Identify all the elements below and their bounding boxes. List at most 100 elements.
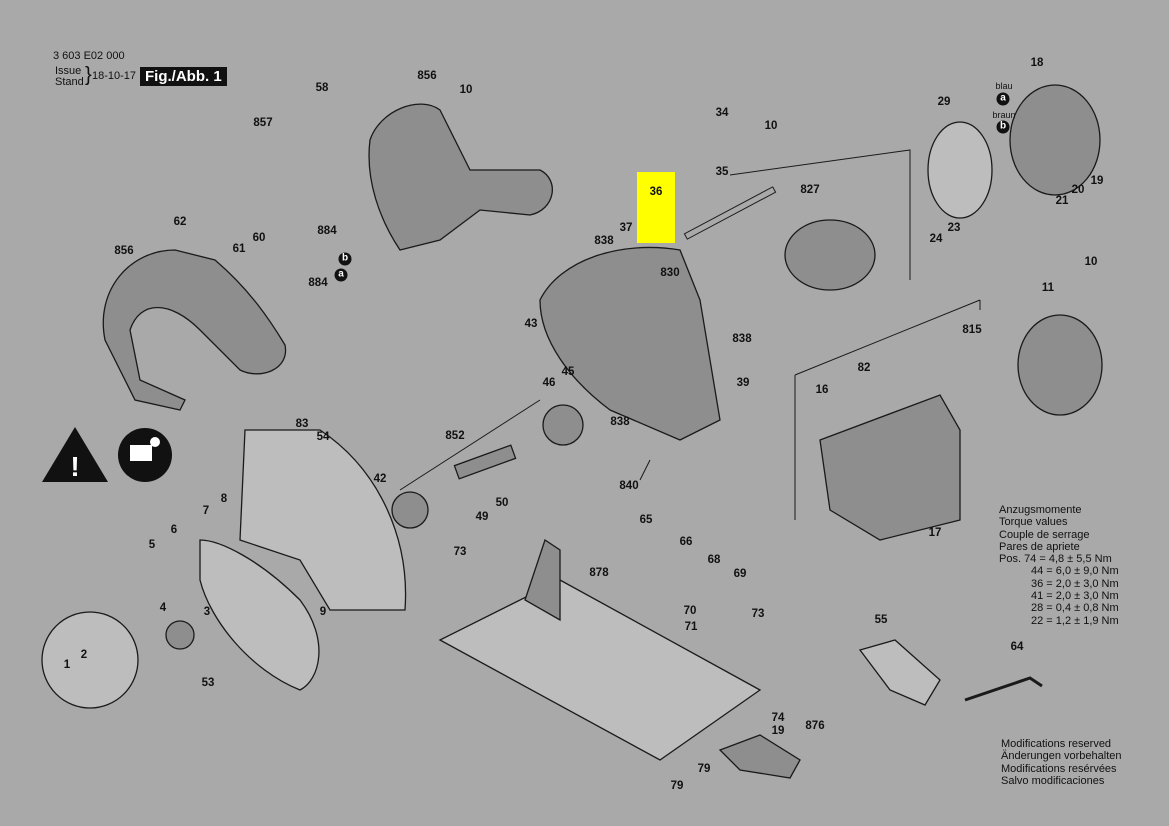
group-bracket — [729, 149, 911, 280]
callout[interactable]: 884 — [308, 277, 328, 289]
callout[interactable]: 18 — [1030, 57, 1044, 69]
svg-text:!: ! — [70, 451, 79, 482]
callout[interactable]: 49 — [475, 511, 489, 523]
housing-part — [368, 103, 553, 251]
shaft-part — [453, 444, 517, 480]
callout[interactable]: 856 — [417, 70, 437, 82]
callout[interactable]: 39 — [736, 377, 750, 389]
highlighted-part-36[interactable] — [637, 172, 675, 243]
callout[interactable]: 29 — [937, 96, 951, 108]
callout[interactable]: 815 — [962, 324, 982, 336]
brace: } — [85, 64, 92, 86]
torque-row: 22 = 1,2 ± 1,9 Nm — [1031, 614, 1119, 627]
torque-values: Anzugsmomente Torque values Couple de se… — [999, 504, 1119, 627]
callout[interactable]: 876 — [805, 720, 825, 732]
torque-title: Anzugsmomente — [999, 504, 1082, 516]
callout[interactable]: 50 — [495, 497, 509, 509]
wire-marker-b: b — [996, 120, 1010, 134]
part-number: 3 603 E02 000 — [53, 50, 125, 62]
callout[interactable]: 74 — [771, 712, 785, 724]
handle-part — [102, 249, 287, 411]
callout[interactable]: 34 — [715, 107, 729, 119]
dust-port-part — [858, 639, 941, 706]
callout[interactable]: 4 — [159, 602, 167, 614]
callout[interactable]: 17 — [928, 527, 942, 539]
callout[interactable]: 82 — [857, 362, 871, 374]
armature-part — [784, 219, 876, 291]
callout[interactable]: 73 — [751, 608, 765, 620]
callout[interactable]: 58 — [315, 82, 329, 94]
callout[interactable]: 8 — [220, 493, 228, 505]
callout[interactable]: 68 — [707, 554, 721, 566]
callout[interactable]: 856 — [114, 245, 134, 257]
callout[interactable]: 61 — [232, 243, 246, 255]
callout[interactable]: 83 — [295, 418, 309, 430]
issue-stand-label: Issue Stand — [55, 66, 84, 88]
lower-guard-part — [199, 539, 320, 691]
callout[interactable]: 840 — [619, 480, 639, 492]
callout[interactable]: 37 — [619, 222, 633, 234]
callout[interactable]: 10 — [459, 84, 473, 96]
callout[interactable]: 830 — [660, 267, 680, 279]
callout[interactable]: 79 — [697, 763, 711, 775]
callout[interactable]: 852 — [445, 430, 465, 442]
callout[interactable]: 857 — [253, 117, 273, 129]
callout[interactable]: 42 — [373, 473, 387, 485]
callout[interactable]: 16 — [815, 384, 829, 396]
group-bracket — [794, 299, 981, 520]
callout[interactable]: 23 — [947, 222, 961, 234]
callout[interactable]: 19 — [1090, 175, 1104, 187]
callout[interactable]: 43 — [524, 318, 538, 330]
callout[interactable]: 35 — [715, 166, 729, 178]
callout[interactable]: 69 — [733, 568, 747, 580]
callout[interactable]: 10 — [764, 120, 778, 132]
notice-line: Salvo modificaciones — [1001, 774, 1105, 787]
callout[interactable]: 73 — [453, 546, 467, 558]
callout[interactable]: 64 — [1010, 641, 1024, 653]
callout[interactable]: 19 — [771, 725, 785, 737]
callout[interactable]: 10 — [1084, 256, 1098, 268]
issue-date: 18-10-17 — [92, 70, 137, 82]
torque-row: 28 = 0,4 ± 0,8 Nm — [1031, 602, 1119, 615]
brush-holder-part — [1009, 84, 1101, 196]
callout-highlighted[interactable]: 36 — [649, 186, 663, 198]
callout[interactable]: 79 — [670, 780, 684, 792]
callout[interactable]: 884 — [317, 225, 337, 237]
callout[interactable]: 827 — [800, 184, 820, 196]
callout[interactable]: 9 — [319, 606, 327, 618]
blade-guard-part — [239, 429, 407, 611]
callout[interactable]: 20 — [1071, 184, 1085, 196]
callout[interactable]: 838 — [732, 333, 752, 345]
callout[interactable]: 53 — [201, 677, 215, 689]
callout[interactable]: 62 — [173, 216, 187, 228]
torque-row: 44 = 6,0 ± 9,0 Nm — [1031, 565, 1119, 578]
notice-line: Änderungen vorbehalten — [1001, 750, 1122, 763]
callout[interactable]: 54 — [316, 431, 330, 443]
callout[interactable]: 838 — [594, 235, 614, 247]
callout[interactable]: 71 — [684, 621, 698, 633]
callout[interactable]: 60 — [252, 232, 266, 244]
callout[interactable]: 2 — [80, 649, 88, 661]
callout[interactable]: 838 — [610, 416, 630, 428]
wire-marker-b: b — [338, 252, 352, 266]
callout[interactable]: 21 — [1055, 195, 1069, 207]
callout[interactable]: 24 — [929, 233, 943, 245]
callout[interactable]: 66 — [679, 536, 693, 548]
callout[interactable]: 1 — [63, 659, 71, 671]
callout[interactable]: 878 — [589, 567, 609, 579]
callout[interactable]: 11 — [1041, 282, 1055, 294]
callout[interactable]: 70 — [683, 605, 697, 617]
motor-housing-part — [819, 394, 961, 541]
callout[interactable]: 55 — [874, 614, 888, 626]
callout[interactable]: 46 — [542, 377, 556, 389]
callout[interactable]: 3 — [203, 606, 211, 618]
callout[interactable]: 5 — [148, 539, 156, 551]
callout[interactable]: 6 — [170, 524, 178, 536]
leader-lines — [399, 399, 651, 491]
bearing-part — [391, 491, 429, 529]
callout[interactable]: 65 — [639, 514, 653, 526]
callout[interactable]: 45 — [561, 366, 575, 378]
torque-title: Torque values — [999, 516, 1068, 529]
callout[interactable]: 7 — [202, 505, 210, 517]
